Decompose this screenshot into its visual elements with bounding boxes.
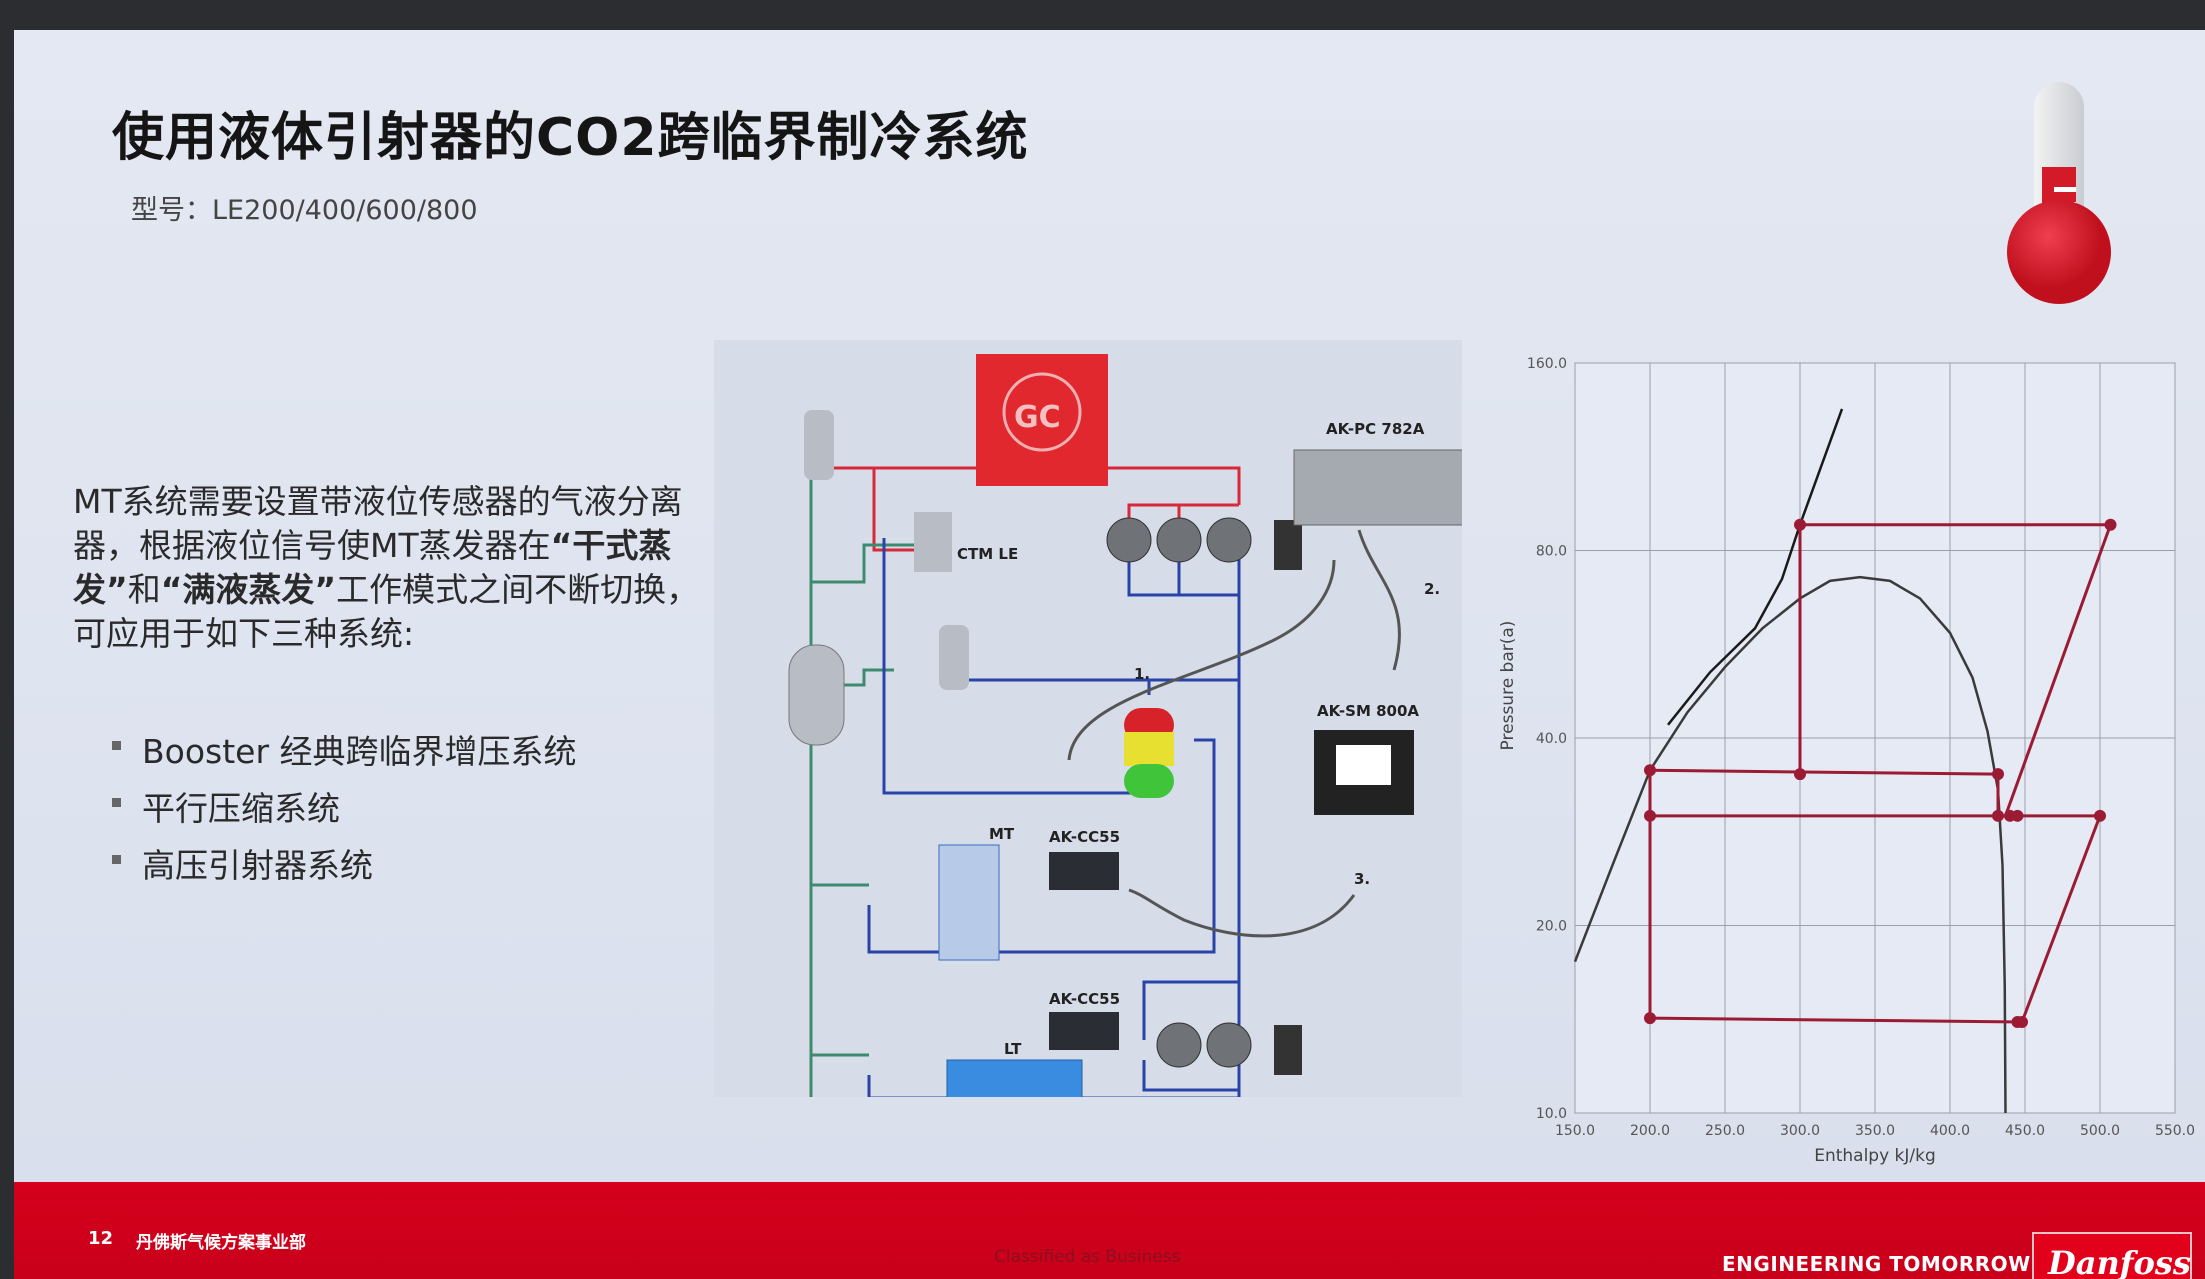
- x-tick-label: 400.0: [1930, 1123, 1970, 1139]
- flooded-evaporation-term: “满液蒸发”: [160, 570, 337, 609]
- x-tick-label: 550.0: [2155, 1123, 2195, 1139]
- controller-device-icon: [1293, 449, 1462, 526]
- ak-sm-800a-label: AK-SM 800A: [1317, 702, 1420, 720]
- cycle-point: [2104, 518, 2117, 531]
- y-tick-label: 160.0: [1527, 356, 1567, 372]
- y-tick-label: 80.0: [1536, 544, 1567, 560]
- ak-cc55-icon: [1049, 852, 1119, 890]
- system-diagram: GC CTM LE AK-PC 782A AK-SM 800A AK-CC55 …: [714, 340, 1462, 1097]
- gas-cooler-label: GC: [1014, 400, 1061, 435]
- cycle-point: [1644, 1012, 1656, 1025]
- ak-cc55-lt-label: AK-CC55: [1049, 990, 1121, 1008]
- y-tick-label: 40.0: [1536, 731, 1567, 747]
- tagline: ENGINEERING TOMORROW: [1722, 1252, 2031, 1276]
- cycle-point: [1644, 809, 1656, 822]
- y-tick-label: 20.0: [1536, 919, 1567, 935]
- list-item: 平行压缩系统: [112, 782, 577, 839]
- thermometer-icon: [2007, 82, 2111, 304]
- system-list: Booster 经典跨临界增压系统 平行压缩系统 高压引射器系统: [112, 725, 577, 896]
- body-text: MT系统需要设置带液位传感器的气液分离器，根据液位信号使MT蒸发器在: [73, 482, 683, 565]
- cycle-point: [2011, 809, 2024, 822]
- x-tick-label: 500.0: [2080, 1123, 2120, 1139]
- list-item: 高压引射器系统: [112, 839, 577, 896]
- valve-icon: [939, 625, 969, 690]
- body-text: 和: [127, 570, 161, 609]
- danfoss-logo: Danfoss: [2032, 1232, 2192, 1279]
- mt-label: MT: [989, 825, 1015, 843]
- gas-cooler-icon: [976, 354, 1108, 486]
- footer-bar: 12 丹佛斯气候方案事业部 Classified as Business ENG…: [14, 1182, 2205, 1279]
- x-tick-label: 300.0: [1780, 1123, 1820, 1139]
- cycle-segment: [1649, 1016, 2023, 1024]
- cycle-point: [2094, 809, 2106, 822]
- ak-cc55-icon: [1049, 1012, 1119, 1050]
- body-text: 工作模式之间不断切换，可应用于如下三种系统:: [73, 570, 700, 653]
- cycle-point: [1992, 809, 2004, 822]
- cycle-segment: [1649, 768, 1999, 776]
- cycle-point: [2016, 1015, 2028, 1028]
- cycle-point: [1992, 768, 2004, 781]
- step-1-label: 1.: [1134, 665, 1151, 683]
- cycle-point: [1794, 518, 1806, 531]
- x-tick-label: 200.0: [1630, 1123, 1670, 1139]
- slide: 使用液体引射器的CO2跨临界制冷系统 型号：LE200/400/600/800 …: [14, 30, 2205, 1279]
- ak-pc-782a-label: AK-PC 782A: [1326, 420, 1425, 438]
- step-3-label: 3.: [1354, 870, 1371, 888]
- lt-freezer-icon: [946, 1059, 1083, 1097]
- valve-icon: [804, 410, 834, 480]
- ak-cc55-mt-label: AK-CC55: [1049, 828, 1121, 846]
- y-axis-label: Pressure bar(a): [1498, 621, 1518, 751]
- lt-label: LT: [1004, 1040, 1022, 1058]
- receiver-tank-icon: [788, 644, 845, 746]
- page-title: 使用液体引射器的CO2跨临界制冷系统: [112, 108, 1029, 168]
- cycle-point: [1644, 764, 1656, 777]
- model-subtitle: 型号：LE200/400/600/800: [131, 195, 478, 226]
- cycle-segment: [2004, 524, 2112, 817]
- dry-evaporation-term: “干式蒸发”: [73, 526, 672, 609]
- ctm-le-label: CTM LE: [957, 545, 1019, 563]
- classification-label: Classified as Business: [994, 1247, 1181, 1267]
- ctm-ejector-icon: [914, 512, 952, 572]
- x-tick-label: 150.0: [1555, 1123, 1595, 1139]
- x-tick-label: 250.0: [1705, 1123, 1745, 1139]
- cycle-point: [1794, 768, 1806, 781]
- step-2-label: 2.: [1424, 580, 1441, 598]
- cycle-segment: [2020, 815, 2102, 1023]
- department-name: 丹佛斯气候方案事业部: [136, 1233, 306, 1253]
- series-supercritical-line: [1667, 408, 1844, 726]
- x-tick-label: 450.0: [2005, 1123, 2045, 1139]
- x-axis-label: Enthalpy kJ/kg: [1814, 1146, 1936, 1166]
- page-number: 12: [88, 1228, 114, 1249]
- x-tick-label: 350.0: [1855, 1123, 1895, 1139]
- y-tick-label: 10.0: [1536, 1106, 1567, 1122]
- list-item: Booster 经典跨临界增压系统: [112, 725, 577, 782]
- mt-cabinet-icon: [938, 844, 1000, 961]
- ph-chart: 150.0 200.0 250.0 300.0 350.0 400.0 450.0 500.0…: [1498, 356, 2195, 1166]
- description-text: MT系统需要设置带液位传感器的气液分离器，根据液位信号使MT蒸发器在“干式蒸发”…: [73, 480, 723, 656]
